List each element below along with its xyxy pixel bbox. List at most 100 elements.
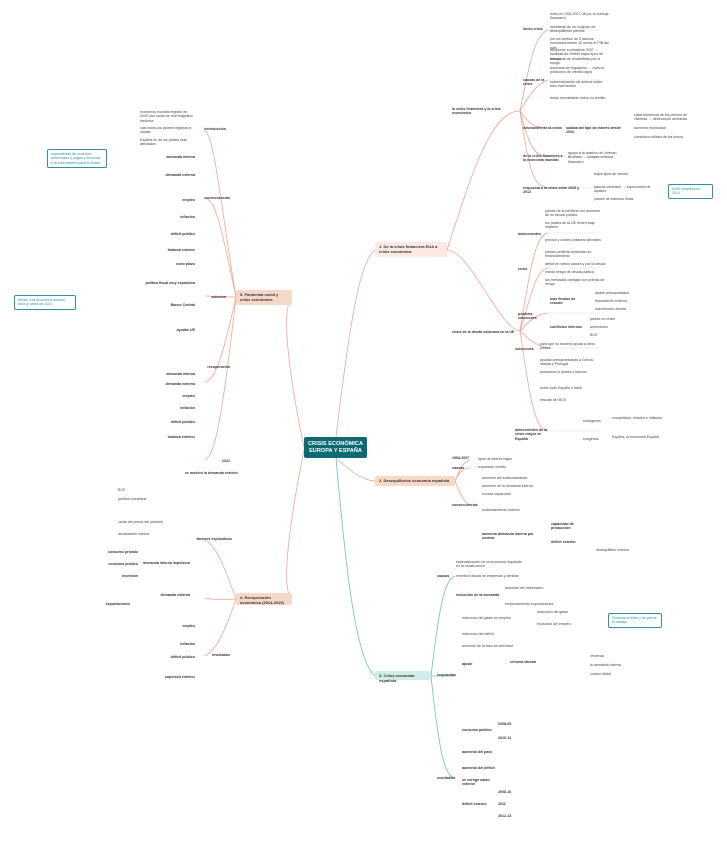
node-crisis-b[interactable]: miedo riesgo de deuda pública xyxy=(545,270,594,274)
node-resul-d[interactable]: déficit externo xyxy=(462,802,487,806)
node-sol-b[interactable]: ayudas presupuestarias a Grecia, Irlanda… xyxy=(540,358,594,367)
node-pol[interactable]: posibles soluciones xyxy=(518,312,537,321)
node-ce-causas-b[interactable]: excesiva deuda de empresas y familias xyxy=(456,574,519,578)
node-detonante-d[interactable]: cuestiona calidad de los bonos xyxy=(634,135,684,139)
node-resp-e[interactable]: aumento de la tasa de actividad xyxy=(462,644,513,648)
node-ant2[interactable]: antecedentes de la crisis mayor en Españ… xyxy=(515,428,548,441)
node-l4-fact[interactable]: factores explicativos xyxy=(196,537,232,541)
node-ant2-d[interactable]: España, la economía España xyxy=(612,435,659,439)
node-inicio-c[interactable]: por los activos de 5 bancos mundiales ti… xyxy=(550,37,609,50)
node-l4-dem[interactable]: demanda interna impulsora xyxy=(143,561,190,565)
node-l-rec[interactable]: recuperación xyxy=(207,365,230,369)
branch-4-recuperacion[interactable]: 4. Recuperación económica (2014-2019) xyxy=(236,593,292,605)
node-respuesta[interactable]: respuesta a la crisis entre 2009 y 2012 xyxy=(523,186,580,195)
node-l-sol[interactable]: solución xyxy=(211,295,226,299)
node-causas-a[interactable]: desplome a principios 2007 → facilidad d… xyxy=(550,48,604,61)
node-finaneco-a[interactable]: apoyo a la quiebra de Lehman Brothers → … xyxy=(568,151,617,164)
node-ce-causas[interactable]: causas xyxy=(437,574,450,578)
node-detonante-c[interactable]: aumento morosidad xyxy=(634,126,666,130)
node-l4-res-b[interactable]: inflación xyxy=(180,642,195,646)
node-des-c1[interactable]: aumento del endeudamiento xyxy=(482,476,528,480)
node-l-conse-a[interactable]: demanda interna xyxy=(166,155,195,159)
node-resp-f[interactable]: ajuste xyxy=(462,662,473,666)
node-resp-k[interactable]: consumo público xyxy=(462,728,492,732)
node-resp-b[interactable]: reducción del gasto xyxy=(537,610,569,614)
node-l4-dem-b[interactable]: consumo público xyxy=(108,562,138,566)
node-l-conse-f[interactable]: balanza exterior xyxy=(167,248,195,252)
node-l-2022[interactable]: 2022 xyxy=(222,459,230,463)
node-l4-dem-c[interactable]: inversión xyxy=(122,574,138,578)
branch-5-pandemia[interactable]: 5. Pandemia covid y crisis económica xyxy=(236,290,292,305)
node-pol-a[interactable]: más fondos de rescate xyxy=(550,297,576,306)
node-causas-c[interactable]: ausencia de regulación → nuevos producto… xyxy=(550,66,605,75)
branch-1-crisis-financiera[interactable]: 1. De la crisis financiera EUA a crisis … xyxy=(375,242,447,257)
central-topic[interactable]: CRISIS ECONÓMICA EUROPA Y ESPAÑA xyxy=(304,437,367,458)
node-l4-dem-a[interactable]: consumo privado xyxy=(108,550,138,554)
node-l-conse[interactable]: consecuencias xyxy=(204,196,230,200)
node-sol-d[interactable]: sobre todo España e Italia xyxy=(540,386,582,390)
node-l-rec-c[interactable]: empleo xyxy=(182,394,195,398)
node-l4-res-a[interactable]: empleo xyxy=(182,624,195,628)
node-resul-c[interactable]: se corrige saldo exterior xyxy=(462,778,490,787)
node-l-sol-a[interactable]: corto plazo xyxy=(175,262,195,266)
node-sol-a[interactable]: para que no hubiera ayuda a otros países xyxy=(540,342,595,351)
node-sol[interactable]: soluciones xyxy=(515,347,534,351)
node-resp-i[interactable]: la demanda interna xyxy=(590,663,621,667)
node-l-intro-a[interactable]: economía mundial registró en 2020 una ca… xyxy=(140,110,193,123)
node-ante-c[interactable]: precios y costes unitarios laborales xyxy=(545,238,601,242)
node-ant2-a[interactable]: endógenos xyxy=(583,419,601,423)
node-l-sol-b[interactable]: política fiscal muy expansiva xyxy=(145,281,195,285)
node-des-c2[interactable]: aumento de la demanda interna xyxy=(482,484,533,488)
node-l4-res[interactable]: resultados xyxy=(211,653,230,657)
node-resul[interactable]: resultados xyxy=(437,776,456,780)
node-des-b1[interactable]: tipos de interés bajos xyxy=(478,457,512,461)
node-ant2-c[interactable]: competición, empleo e inflación xyxy=(612,416,663,420)
node-ce-causas-e[interactable]: empeoramiento exportaciones xyxy=(505,602,554,606)
node-resul-b[interactable]: aumento del déficit xyxy=(462,766,495,770)
node-pol-b3[interactable]: BCE xyxy=(590,333,598,337)
node-resp-c[interactable]: evolución del empleo xyxy=(537,622,571,626)
node-ant2-b[interactable]: exógenos xyxy=(583,437,599,441)
node-l-rec-f[interactable]: balanza exterior xyxy=(167,435,195,439)
node-l4-res-c[interactable]: déficit público xyxy=(170,655,195,659)
node-crisis-c[interactable]: los mercados castigan con primas de ries… xyxy=(545,278,605,287)
node-pol-a1[interactable]: ajuste presupuestario xyxy=(595,291,630,295)
node-causas-e[interactable]: todos necesitaban todos su crédito xyxy=(550,96,606,100)
node-detonante[interactable]: detonantes de la crisis xyxy=(523,126,562,130)
node-origen[interactable]: la crisis financiera y la crisis económi… xyxy=(452,107,501,116)
node-l4-fact-a[interactable]: BCE xyxy=(118,488,126,492)
node-resp-m[interactable]: 2010-12 xyxy=(498,736,512,740)
node-respuesta-c[interactable]: planes de estímulo fiscal xyxy=(594,197,634,201)
node-zona[interactable]: crisis de la deuda soberana en la UE xyxy=(452,330,515,334)
node-respuesta-a[interactable]: bajos tipos de interés xyxy=(594,172,628,176)
node-des-c5[interactable]: aumento demanda interna por encima xyxy=(482,532,534,541)
node-pol-a3[interactable]: intervención directa xyxy=(595,307,627,311)
node-l4-fact-c[interactable]: caída del precio del petróleo xyxy=(118,520,164,524)
node-resp-l[interactable]: 2008-09 xyxy=(498,722,512,726)
node-resul-a[interactable]: aumento del paro xyxy=(462,750,492,754)
node-resul-g[interactable]: 2012-13 xyxy=(498,814,512,818)
node-ce-causas-d[interactable]: aumento del desempleo xyxy=(505,586,544,590)
node-pol-b1[interactable]: países en crisis xyxy=(590,317,615,321)
node-l-intro-c[interactable]: España es de los países más afectados xyxy=(140,138,187,147)
node-ce-causas-c[interactable]: reducción de la demanda xyxy=(456,593,500,597)
node-des-c4[interactable]: endeudamiento externo xyxy=(482,508,520,512)
node-finaneco[interactable]: de la crisis financiera a la economía mu… xyxy=(523,154,563,163)
node-resp-a[interactable]: reducción del gasto en empleo xyxy=(462,616,511,620)
node-l4-res-d[interactable]: superávit exterior xyxy=(164,675,195,679)
node-l4-ext[interactable]: demanda externa xyxy=(160,593,190,597)
node-l4-fact-d[interactable]: devaluación interna xyxy=(118,532,150,536)
node-sol-c[interactable]: préstamos a países y bancos xyxy=(540,370,587,374)
node-ante[interactable]: antecedentes xyxy=(518,232,541,236)
node-l-rec-d[interactable]: inflación xyxy=(180,406,195,410)
node-pol-b[interactable]: conflictos internos xyxy=(550,325,583,329)
note-consumo-deteriorado[interactable]: especialidad de consumo deteriorado y pa… xyxy=(47,149,107,168)
node-l-conse-c[interactable]: empleo xyxy=(182,198,195,202)
node-des-a[interactable]: 1994-2007 xyxy=(452,456,470,460)
node-des-c6[interactable]: capacidad de producción xyxy=(551,522,574,531)
node-ante-b[interactable]: los países de la UE tienen baja inflació… xyxy=(545,221,595,230)
node-resp-g[interactable]: reforma laboral xyxy=(510,660,537,664)
node-des-c7[interactable]: déficit exterior xyxy=(551,540,576,544)
node-des-c[interactable]: consecuencias xyxy=(452,503,478,507)
node-ante-a[interactable]: países de la periferia con aumento de su… xyxy=(545,209,601,218)
